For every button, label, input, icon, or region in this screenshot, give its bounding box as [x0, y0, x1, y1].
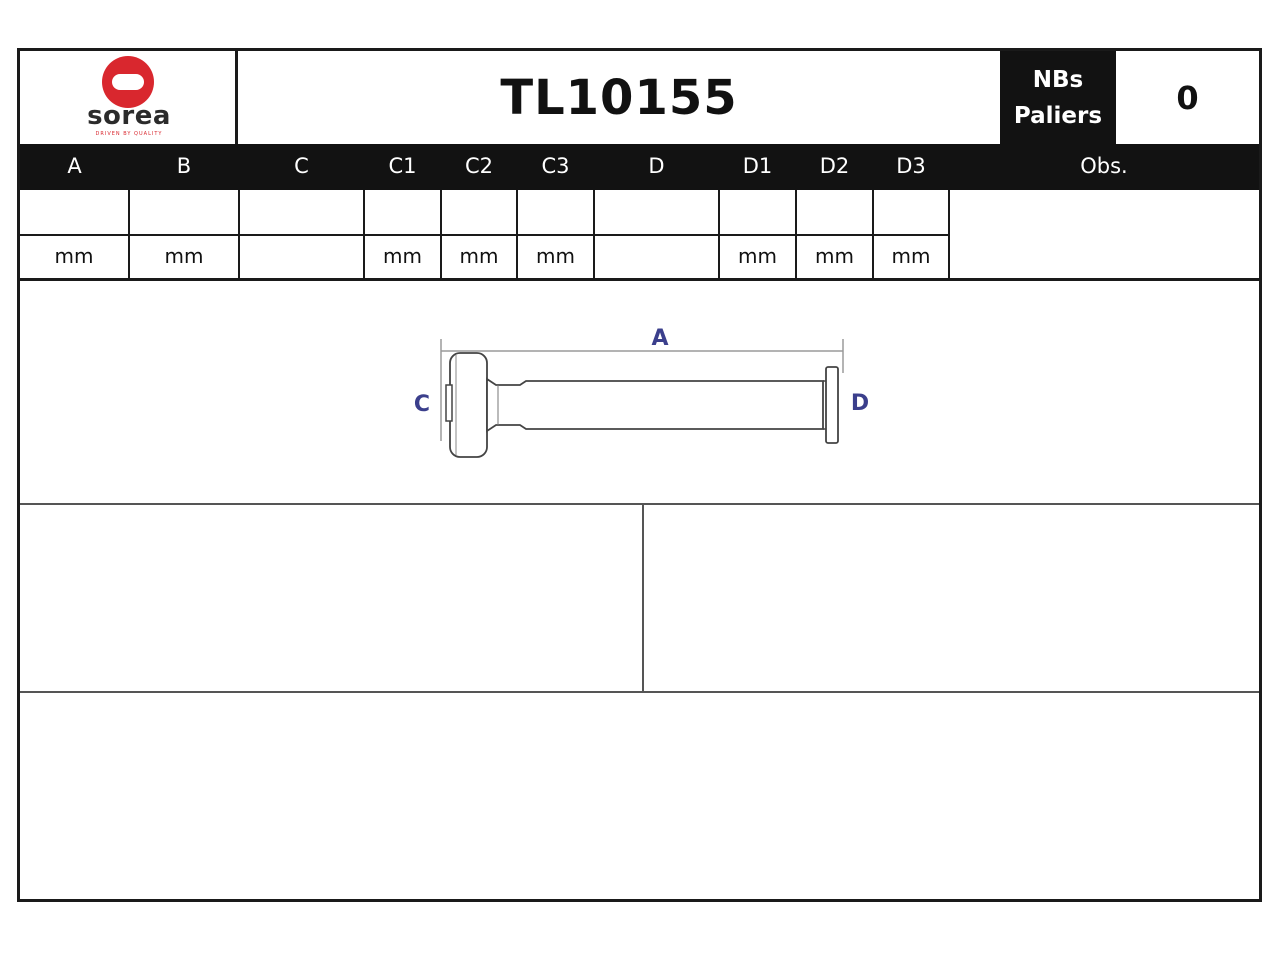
logo-area: sorea DRIVEN BY QUALITY [20, 51, 238, 144]
value-cell-c [240, 190, 365, 236]
value-cell-d3 [874, 190, 950, 236]
column-header-obs: Obs. [1080, 154, 1128, 178]
unit-cell-c2: mm [442, 236, 518, 278]
column-header-d2: D2 [819, 154, 850, 178]
value-cell-c1 [365, 190, 442, 236]
shaft-drawing: A C D [414, 326, 869, 458]
unit-cell-d [595, 236, 720, 278]
value-cell-a [20, 190, 130, 236]
nbs-label-line1: NBs [1032, 66, 1084, 93]
table-bottom-divider [20, 278, 1259, 281]
part-number: TL10155 [500, 69, 738, 126]
unit-cell-a: mm [20, 236, 130, 278]
value-cell-b [130, 190, 240, 236]
drawing-label-d: D [851, 391, 869, 416]
logo-text: sorea [87, 101, 171, 131]
column-header-c1: C1 [388, 154, 417, 178]
column-header-band: A B C C1 C2 C3 D D1 D2 D3 Obs. [20, 144, 1259, 190]
logo-tagline: DRIVEN BY QUALITY [95, 131, 163, 137]
value-cell-d1 [720, 190, 797, 236]
nbs-label-cell: NBs Paliers [1000, 51, 1116, 144]
column-header-a: A [67, 154, 82, 178]
column-header-c2: C2 [464, 154, 494, 178]
shaft-drawing-area: A C D [20, 281, 1259, 503]
unit-cell-c3: mm [518, 236, 595, 278]
value-cell-d [595, 190, 720, 236]
column-header-c: C [294, 154, 309, 178]
sorea-logo-icon [102, 56, 154, 108]
left-joint-stub [445, 384, 453, 422]
lower-panel-divider [642, 505, 644, 691]
nbs-value: 0 [1176, 78, 1199, 117]
bottom-section-divider [20, 691, 1259, 693]
column-header-d1: D1 [742, 154, 773, 178]
column-header-d3: D3 [896, 154, 926, 178]
column-header-d: D [648, 154, 665, 178]
unit-cell-c [240, 236, 365, 278]
lower-right-panel [644, 505, 1259, 691]
unit-cell-b: mm [130, 236, 240, 278]
unit-cell-d2: mm [797, 236, 874, 278]
shaft-tube [486, 377, 824, 433]
column-header-c3: C3 [541, 154, 570, 178]
lower-left-panel [20, 505, 642, 691]
unit-cell-d3: mm [874, 236, 950, 278]
right-flange [825, 366, 839, 444]
value-cell-d2 [797, 190, 874, 236]
drawing-label-c: C [414, 392, 430, 417]
column-header-b: B [176, 154, 192, 178]
spec-sheet: sorea DRIVEN BY QUALITY TL10155 NBs Pali… [17, 48, 1262, 902]
unit-cell-d1: mm [720, 236, 797, 278]
obs-cell [949, 190, 1259, 278]
value-cell-c2 [442, 190, 518, 236]
bottom-panel [20, 693, 1259, 899]
drawing-bottom-divider [20, 503, 1259, 505]
nbs-label-line2: Paliers [1013, 102, 1103, 129]
drawing-label-a: A [651, 326, 668, 351]
value-cell-c3 [518, 190, 595, 236]
part-number-cell: TL10155 [238, 51, 1000, 144]
unit-cell-c1: mm [365, 236, 442, 278]
